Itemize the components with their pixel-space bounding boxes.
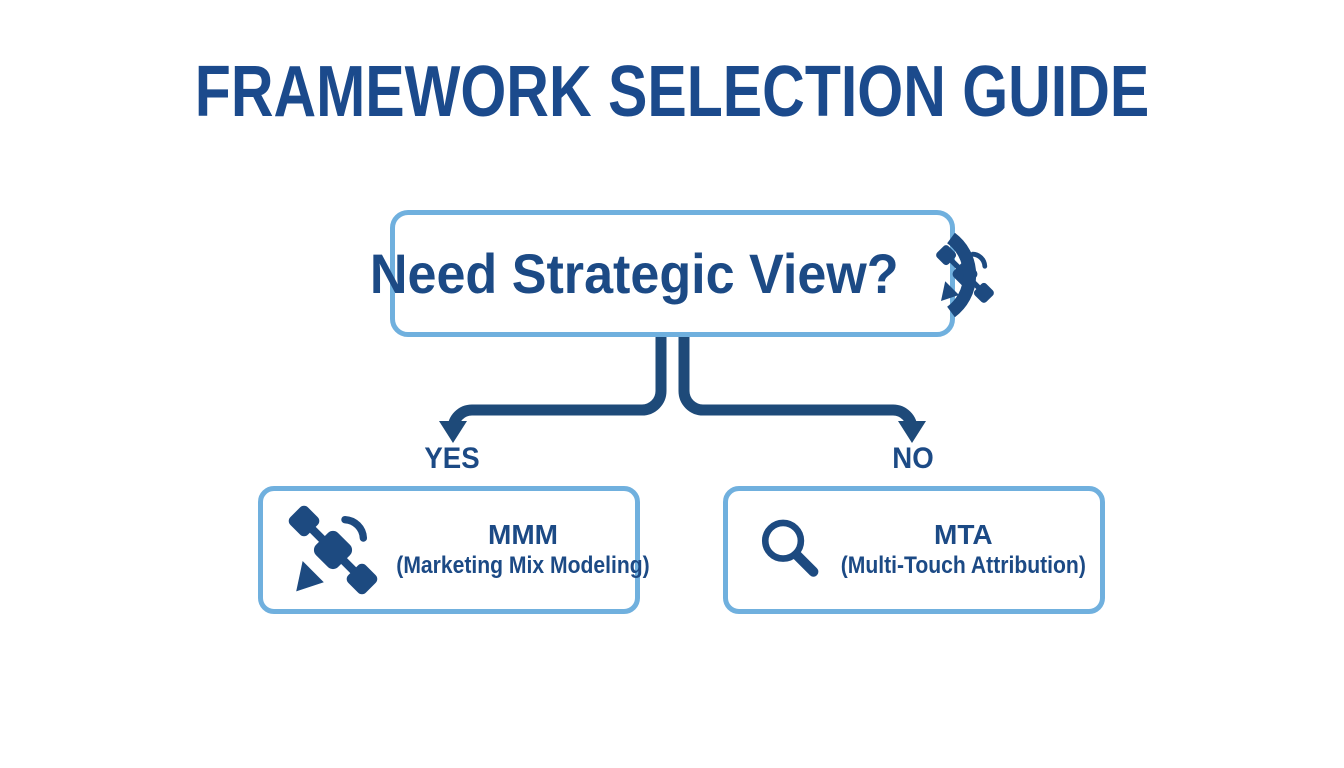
no-label: NO xyxy=(892,442,934,475)
signal-arc-icon xyxy=(947,233,977,317)
outcome-node-mmm: MMM (Marketing Mix Modeling) xyxy=(258,486,650,614)
page-title: FRAMEWORK SELECTION GUIDE xyxy=(0,56,1344,128)
outcome-title-mta: MTA xyxy=(934,518,993,550)
outcome-text-mmm: MMM (Marketing Mix Modeling) xyxy=(379,519,667,581)
outcome-text-mta: MTA (Multi-Touch Attribution) xyxy=(824,519,1103,581)
page-title-text: FRAMEWORK SELECTION GUIDE xyxy=(194,52,1150,132)
branch-connectors xyxy=(439,330,926,443)
outcome-node-mta: MTA (Multi-Touch Attribution) xyxy=(723,486,1105,614)
outcome-title-mmm: MMM xyxy=(488,518,558,550)
decision-label: Need Strategic View? xyxy=(370,241,899,305)
satellite-icon xyxy=(287,504,379,596)
magnifier-icon xyxy=(758,517,824,583)
decision-node: Need Strategic View? xyxy=(370,210,994,337)
outcome-subtitle-mta: (Multi-Touch Attribution) xyxy=(840,552,1086,580)
outcome-subtitle-mmm: (Marketing Mix Modeling) xyxy=(396,552,650,580)
yes-arrow xyxy=(439,330,667,443)
no-arrow xyxy=(678,330,926,443)
yes-label: YES xyxy=(424,442,480,475)
